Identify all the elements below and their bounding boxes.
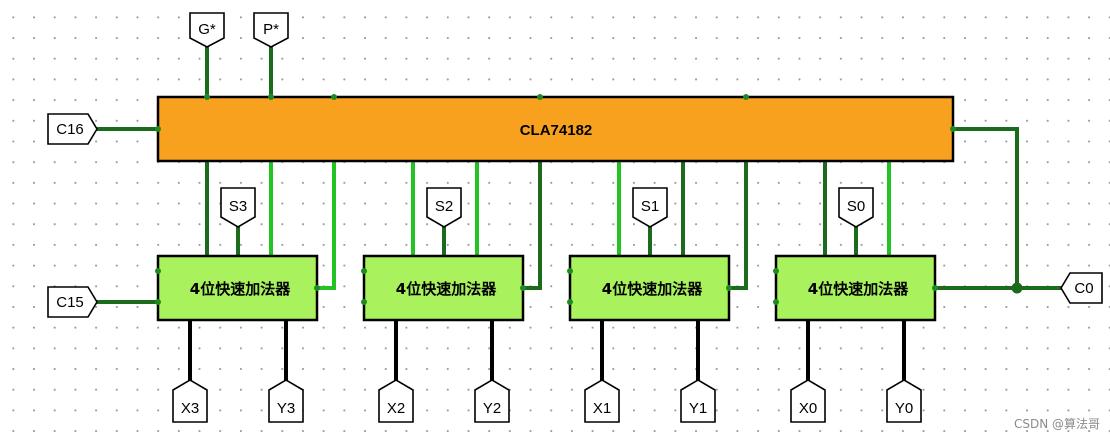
adder-3: 4位快速加法器	[155, 254, 320, 322]
pin-c0: C0	[1060, 272, 1103, 304]
adder-box	[362, 254, 525, 322]
pin-label: Y1	[689, 400, 707, 417]
adder-1: 4位快速加法器	[567, 254, 732, 322]
port-dot	[155, 268, 161, 274]
pin-p-star: P*	[253, 12, 289, 48]
pin-label: S0	[847, 198, 865, 215]
pin-label: X0	[799, 400, 817, 417]
adder-label: 4位快速加法器	[602, 280, 703, 298]
pin-label: G*	[198, 21, 216, 38]
cla-chip-label: CLA74182	[520, 122, 593, 139]
port-dot	[950, 126, 956, 132]
pin-shape	[584, 379, 620, 423]
pin-shape	[189, 12, 225, 48]
pin-shape	[268, 379, 304, 423]
pin-s1: S1	[632, 187, 668, 228]
pin-label: C15	[56, 294, 84, 311]
wire-c1	[727, 159, 748, 290]
junction-dot	[1011, 282, 1023, 294]
pin-label: Y3	[277, 400, 295, 417]
wire-c2	[521, 159, 542, 290]
pin-shape	[220, 187, 256, 228]
port-dot	[331, 94, 337, 100]
pin-y3: Y3	[268, 379, 304, 423]
pin-shape	[838, 187, 874, 228]
pin-y0: Y0	[886, 379, 922, 423]
port-dot	[537, 94, 543, 100]
watermark: CSDN @算法哥	[1013, 417, 1100, 431]
pin-y1: Y1	[680, 379, 716, 423]
port-dot	[268, 94, 274, 100]
pin-label: X3	[181, 400, 199, 417]
pin-label: S1	[641, 198, 659, 215]
pin-label: X2	[387, 400, 405, 417]
pin-label: S2	[435, 198, 453, 215]
port-dot	[726, 285, 732, 291]
pin-shape	[47, 113, 98, 145]
pin-y2: Y2	[474, 379, 510, 423]
pin-label: C0	[1074, 280, 1093, 297]
pin-x2: X2	[378, 379, 414, 423]
pin-shape	[886, 379, 922, 423]
port-dot	[204, 94, 210, 100]
pin-shape	[253, 12, 289, 48]
port-dot	[932, 285, 938, 291]
pin-x1: X1	[584, 379, 620, 423]
pin-shape	[1060, 272, 1103, 304]
adder-box	[156, 254, 319, 322]
pin-shape	[47, 286, 98, 318]
port-dot	[567, 268, 573, 274]
pin-label: Y0	[895, 400, 913, 417]
adder-box	[568, 254, 731, 322]
port-dot	[743, 94, 749, 100]
port-dot	[155, 126, 161, 132]
pin-shape	[426, 187, 462, 228]
pin-shape	[632, 187, 668, 228]
pin-label: P*	[263, 21, 279, 38]
port-dot	[773, 268, 779, 274]
adder-label: 4位快速加法器	[396, 280, 497, 298]
pin-g-star: G*	[189, 12, 225, 48]
pin-label: C16	[56, 121, 84, 138]
pin-shape	[172, 379, 208, 423]
cla-chip	[156, 95, 955, 163]
port-dot	[155, 299, 161, 305]
pin-label: S3	[229, 198, 247, 215]
pin-shape	[680, 379, 716, 423]
adder-2: 4位快速加法器	[361, 254, 526, 322]
pin-s2: S2	[426, 187, 462, 228]
pin-x3: X3	[172, 379, 208, 423]
port-dot	[520, 285, 526, 291]
adder-label: 4位快速加法器	[808, 280, 909, 298]
pin-c15: C15	[47, 286, 98, 318]
port-dot	[567, 299, 573, 305]
pin-label: X1	[593, 400, 611, 417]
adder-label: 4位快速加法器	[190, 280, 291, 298]
port-dot	[314, 285, 320, 291]
wire-c3	[315, 159, 336, 290]
pin-shape	[474, 379, 510, 423]
adder-0: 4位快速加法器	[773, 254, 938, 322]
port-dot	[361, 268, 367, 274]
port-dot	[773, 299, 779, 305]
pin-s3: S3	[220, 187, 256, 228]
port-dot	[361, 299, 367, 305]
pin-shape	[378, 379, 414, 423]
pin-shape	[790, 379, 826, 423]
pin-label: Y2	[483, 400, 501, 417]
pin-s0: S0	[838, 187, 874, 228]
pin-x0: X0	[790, 379, 826, 423]
wire-c0-to-cla	[951, 127, 1019, 290]
pin-c16: C16	[47, 113, 98, 145]
